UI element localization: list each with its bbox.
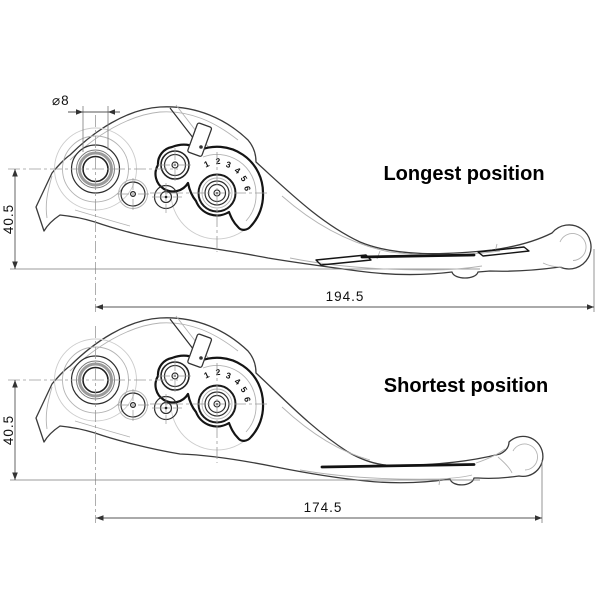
scale-number-2: 2 xyxy=(215,156,221,166)
centerlines xyxy=(8,115,270,312)
height-dimension-text: 40.5 xyxy=(1,204,16,234)
scale-number-4: 4 xyxy=(233,165,243,176)
grip-slot-1 xyxy=(315,254,372,266)
lever-silhouette-shortest xyxy=(35,317,544,486)
tip-inner-arc-shortest xyxy=(512,443,538,471)
length-longest-text: 194.5 xyxy=(326,289,365,304)
blade-details-shortest xyxy=(281,406,538,486)
blade-edge-accent-shortest xyxy=(320,463,476,469)
shortest-position-label: Shortest position xyxy=(384,375,548,397)
scale-number-6: 6 xyxy=(242,185,253,192)
blade-edge-accent xyxy=(360,253,476,259)
blade-details-longest xyxy=(281,195,587,271)
height-dimension: 40.5 xyxy=(1,169,480,270)
tip-inner-arc xyxy=(559,233,587,261)
shortest-position-drawing: Shortest position 174.5 xyxy=(0,314,548,525)
grip-slot-2 xyxy=(477,246,530,257)
scale-number-5: 5 xyxy=(239,174,250,184)
scale-number-3: 3 xyxy=(225,159,233,170)
cam-plate-inner-line xyxy=(202,153,257,222)
lock-tab-pin xyxy=(199,145,203,149)
lever-mechanism: 1 2 3 4 5 6 xyxy=(1,104,480,312)
body-inner-line xyxy=(69,111,239,161)
adjuster-scale-numbers: 1 2 3 4 5 6 xyxy=(202,156,253,192)
hook-inner-line xyxy=(45,175,53,219)
length-dimension-longest: 194.5 xyxy=(95,249,595,312)
lock-tab xyxy=(187,122,213,157)
length-dimension-shortest: 174.5 xyxy=(96,460,543,523)
length-shortest-text: 174.5 xyxy=(304,500,343,515)
bore-dimension-text: ⌀8 xyxy=(52,93,70,108)
longest-position-drawing: 1 2 3 4 5 6 xyxy=(1,93,595,312)
longest-position-label: Longest position xyxy=(383,163,544,185)
bore-dimension: ⌀8 xyxy=(52,93,120,152)
body-lower-inner-line xyxy=(74,209,131,227)
scale-number-1: 1 xyxy=(202,158,211,169)
